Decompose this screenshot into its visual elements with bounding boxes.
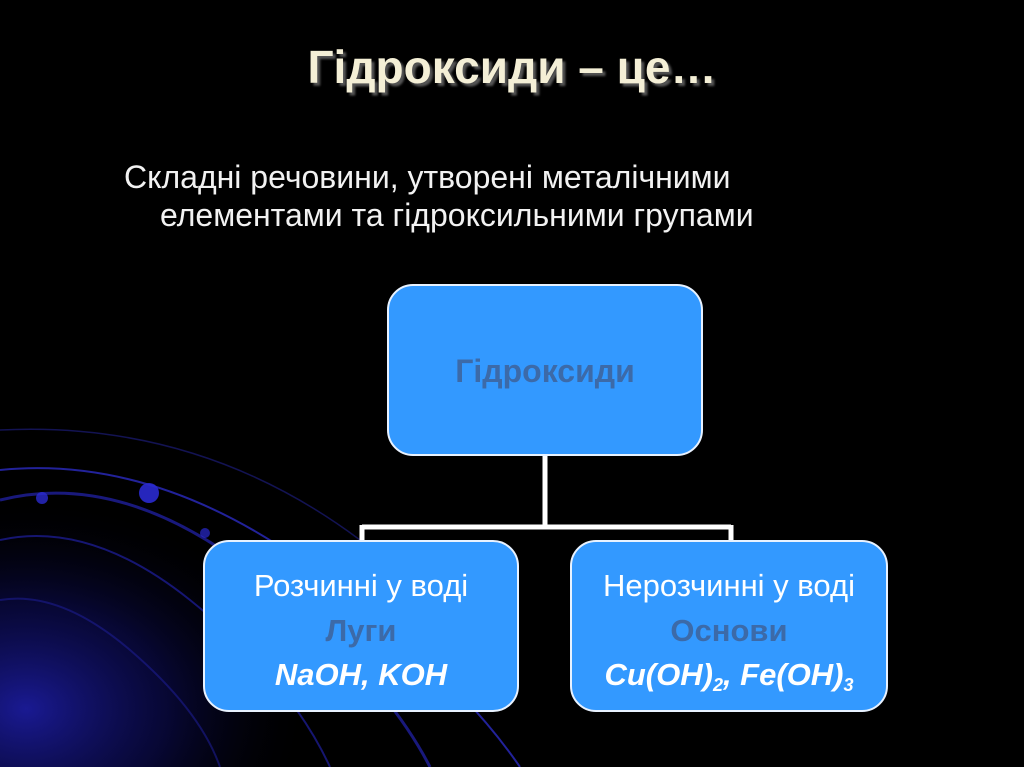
- definition-line-2: елементами та гідроксильними групами: [160, 197, 754, 233]
- formula-subscript-2: 2: [712, 675, 723, 695]
- soluble-label: Розчинні у воді: [253, 568, 469, 603]
- bases-label: Основи: [670, 613, 788, 648]
- root-label: Гідроксиди: [455, 353, 635, 389]
- diagram-child-box-insoluble: Нерозчинні у воді Основи Cu(OH)2, Fe(OH)…: [570, 540, 888, 712]
- definition-text: Складні речовини, утворені металічними е…: [124, 158, 924, 234]
- formula-part-cu: Cu(OH): [604, 657, 713, 692]
- bases-formula: Cu(OH)2, Fe(OH)3: [572, 657, 886, 696]
- alkalis-label: Луги: [325, 613, 397, 648]
- formula-subscript-3: 3: [843, 675, 854, 695]
- formula-part-fe: , Fe(OH): [722, 657, 844, 692]
- diagram-child-box-soluble: Розчинні у воді Луги NaOH, KOH: [203, 540, 519, 712]
- diagram-root-box: Гідроксиди: [387, 284, 703, 456]
- definition-line-1: Складні речовини, утворені металічними: [124, 159, 731, 195]
- page-title: Гідроксиди – це…: [307, 41, 717, 93]
- alkalis-formula: NaOH, KOH: [274, 657, 448, 692]
- insoluble-label: Нерозчинні у воді: [603, 568, 855, 603]
